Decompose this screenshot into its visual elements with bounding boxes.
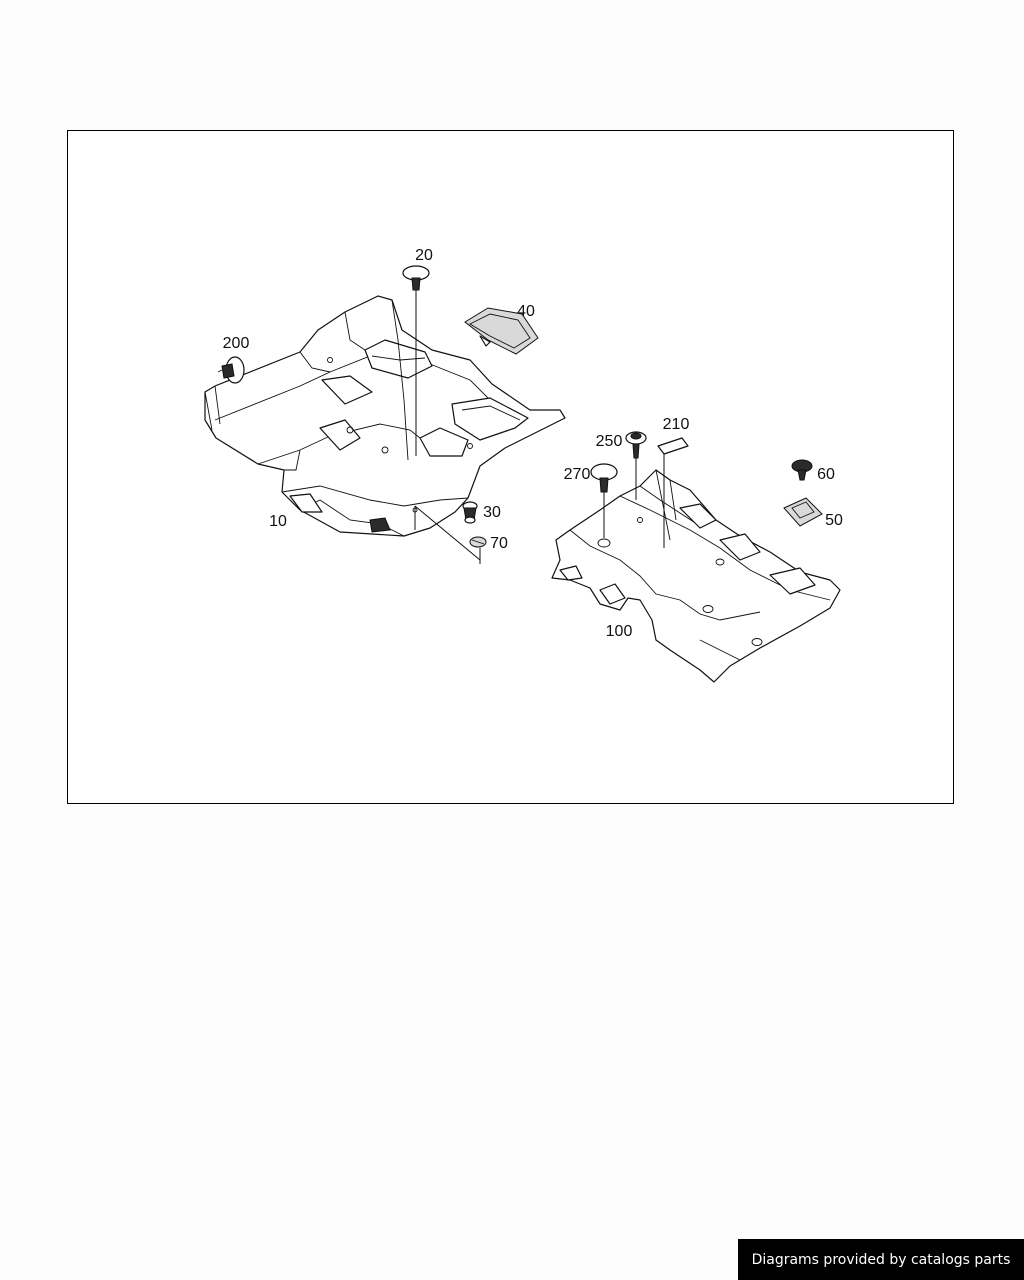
callout-250: 250	[596, 433, 623, 450]
callout-200: 200	[223, 335, 250, 352]
part-250-screw[interactable]	[625, 431, 647, 500]
part-200-stud[interactable]	[217, 356, 245, 384]
leader-bracket-10	[414, 505, 481, 564]
callout-70: 70	[490, 535, 508, 552]
part-20-clip[interactable]	[402, 265, 430, 456]
footer-credit-badge: Diagrams provided by catalogs parts	[738, 1239, 1024, 1280]
part-50-clip-plate[interactable]	[783, 497, 823, 527]
part-10-front-carpet[interactable]	[204, 295, 566, 537]
callout-40: 40	[517, 303, 535, 320]
callout-100: 100	[606, 623, 633, 640]
callout-60: 60	[817, 466, 835, 483]
callout-270: 270	[564, 466, 591, 483]
part-270-clip[interactable]	[590, 463, 618, 538]
callout-10: 10	[269, 513, 287, 530]
callout-50: 50	[825, 512, 843, 529]
part-40-cover[interactable]	[464, 307, 539, 355]
part-70-plug[interactable]	[469, 536, 487, 548]
callout-20: 20	[415, 247, 433, 264]
callout-210: 210	[663, 416, 690, 433]
part-100-rear-carpet[interactable]	[551, 469, 841, 683]
part-30-grommet[interactable]	[462, 501, 478, 524]
callout-30: 30	[483, 504, 501, 521]
part-210-label[interactable]	[657, 437, 689, 548]
part-60-fastener[interactable]	[791, 459, 813, 481]
